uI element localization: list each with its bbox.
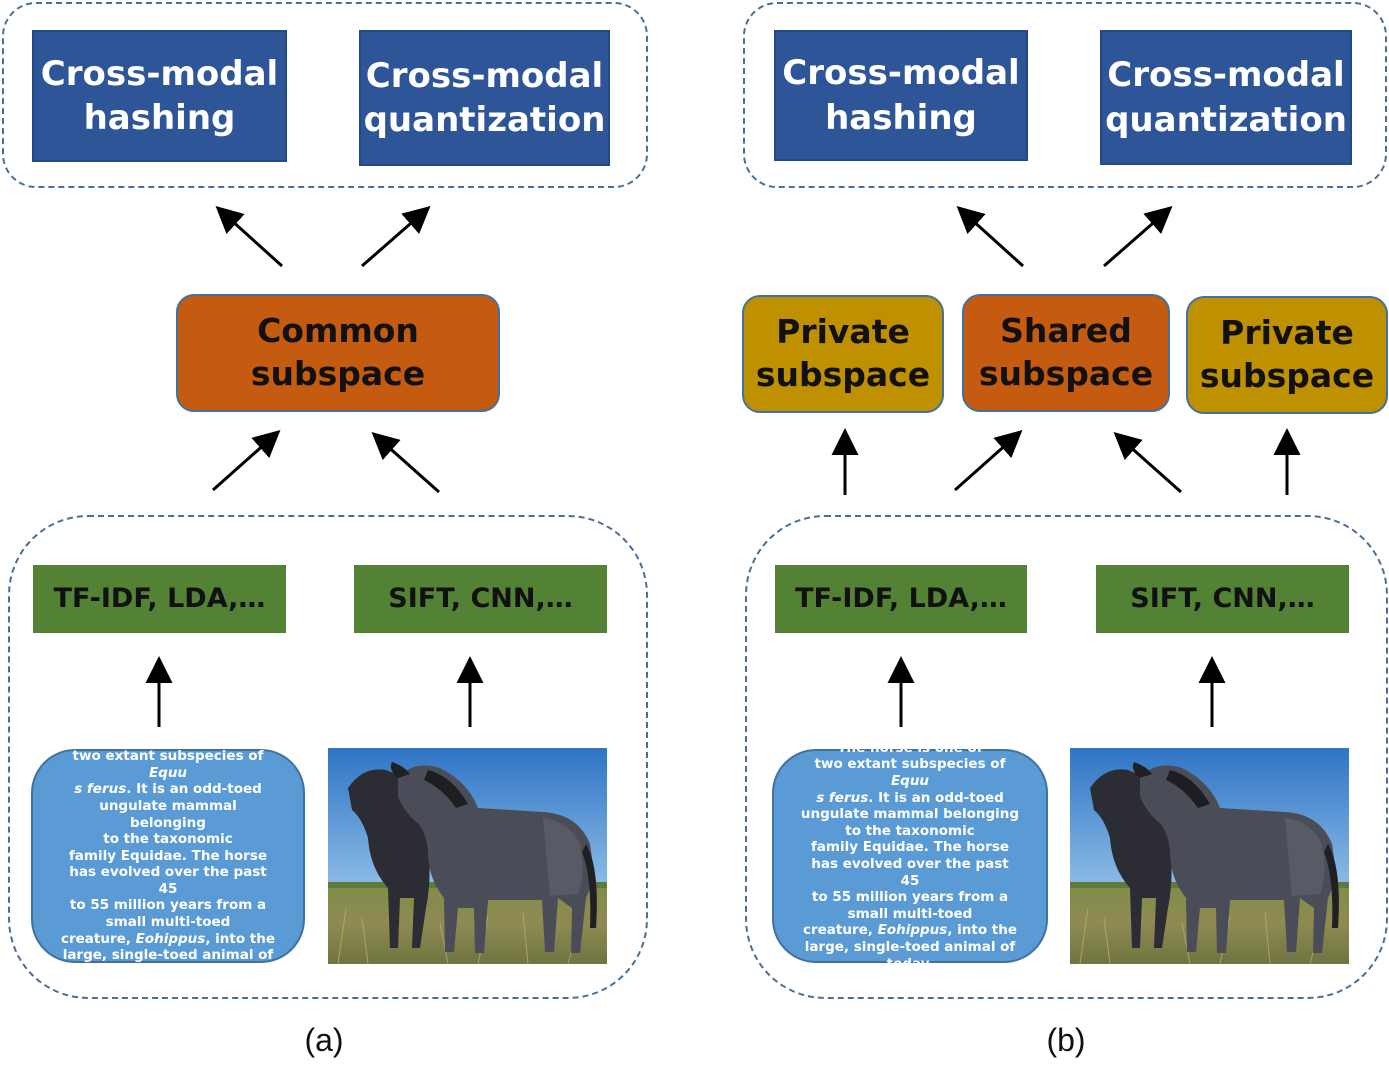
arrow-shared-to-hashing-b xyxy=(956,205,1025,268)
common-subspace-box: Common subspace xyxy=(176,294,500,412)
arrow-common-to-quantization-a xyxy=(361,206,431,268)
arrow-image-feature-to-shared xyxy=(1113,432,1182,494)
panel-a: Cross-modal hashing Cross-modal quantiza… xyxy=(0,0,650,1085)
text-sample-bubble-a: The horse is one of two extant subspecie… xyxy=(31,732,305,980)
arrow-image-feature-to-common xyxy=(371,432,440,494)
horse-photo-a xyxy=(328,748,607,964)
cross-modal-hashing-box-a: Cross-modal hashing xyxy=(32,30,287,162)
text-feature-box-a: TF-IDF, LDA,… xyxy=(33,565,286,633)
caption-a: (a) xyxy=(304,1022,344,1058)
text-sample-a: The horse is one of two extant subspecie… xyxy=(60,731,276,980)
image-feature-box-a: SIFT, CNN,… xyxy=(354,565,607,633)
arrow-text-feature-to-shared xyxy=(954,430,1023,492)
cross-modal-quantization-box-a: Cross-modal quantization xyxy=(359,30,610,166)
arrow-shared-to-quantization-b xyxy=(1103,206,1173,268)
horse-image-a xyxy=(328,748,607,964)
arrow-common-to-hashing-a xyxy=(215,205,284,268)
arrow-text-feature-to-common xyxy=(212,430,281,492)
